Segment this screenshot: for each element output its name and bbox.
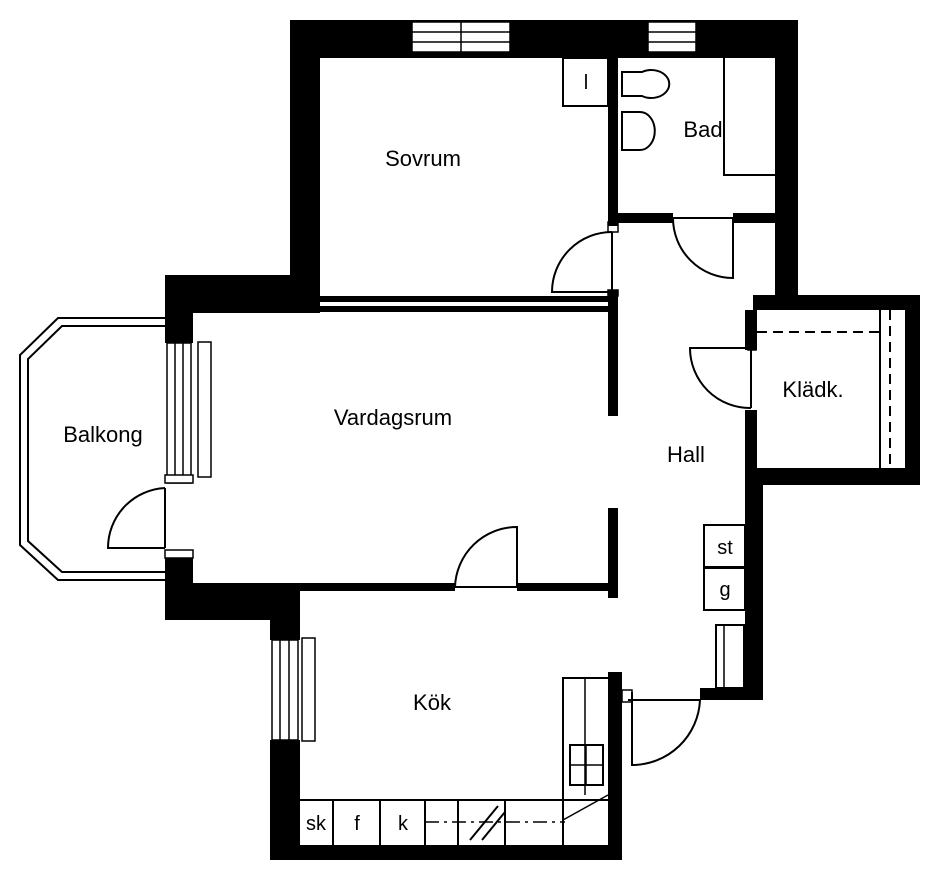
label-hall: Hall	[667, 442, 705, 467]
label-g: g	[719, 579, 730, 601]
label-cabinet-l: l	[584, 72, 588, 94]
label-kok: Kök	[413, 690, 452, 715]
label-st: st	[717, 537, 733, 559]
label-f: f	[354, 813, 360, 835]
label-kladk: Klädk.	[782, 377, 843, 402]
label-balkong: Balkong	[63, 422, 143, 447]
doors	[106, 217, 757, 767]
closet-shelving	[757, 310, 891, 468]
bathroom-fixtures	[562, 57, 775, 176]
room-labels: Sovrum Bad Balkong Vardagsrum Klädk. Hal…	[63, 117, 843, 715]
label-sk: sk	[306, 813, 327, 835]
fixture-labels: l st g sk f k	[306, 72, 733, 835]
label-sovrum: Sovrum	[385, 146, 461, 171]
kitchen-fixtures	[300, 677, 609, 845]
label-k: k	[398, 813, 409, 835]
walls	[165, 20, 920, 860]
label-vardagsrum: Vardagsrum	[334, 405, 452, 430]
hall-cabinets	[703, 524, 746, 689]
label-bad: Bad	[683, 117, 722, 142]
balcony	[19, 317, 165, 581]
windows	[164, 21, 697, 742]
